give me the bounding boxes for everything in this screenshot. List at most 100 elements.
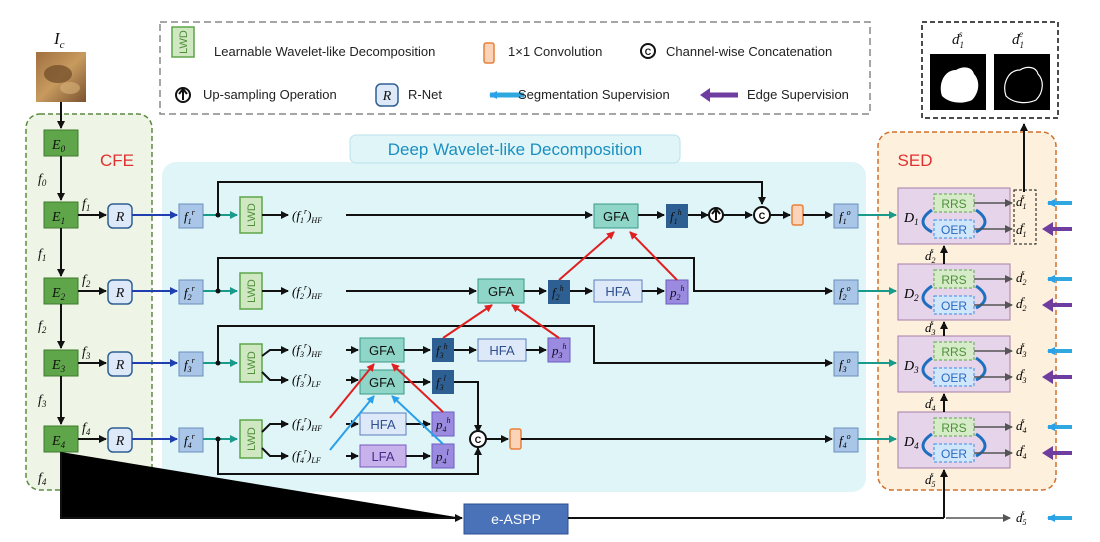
legend-lwd-text: Learnable Wavelet-like Decomposition [214, 44, 435, 59]
oer-3 [933, 367, 975, 387]
svg-text:HFA: HFA [370, 417, 396, 432]
side-outputs: d1s d1e d2s d2e d3s d3e d4s d4e d5s [1016, 192, 1072, 527]
legend-lwd-icon-label: LWD [178, 30, 190, 54]
svg-text:f2r: f2r [184, 284, 196, 302]
legend-seg-text: Segmentation Supervision [518, 87, 670, 102]
segmentation-map-image [930, 54, 986, 110]
side-branch-1: f1 R [78, 197, 178, 229]
svg-text:E4: E4 [51, 434, 66, 450]
legend-concat-icon [640, 43, 656, 59]
svg-text:D2: D2 [903, 287, 919, 303]
legend-edge-text: Edge Supervision [747, 87, 849, 102]
svg-text:f2o: f2o [839, 284, 851, 302]
dwd-row-4: f4r LWD (f4r)HF (f4r)LF HFA LFA p4h p4l … [178, 411, 897, 475]
svg-text:C: C [475, 435, 482, 445]
svg-text:E0: E0 [51, 138, 66, 154]
legend-conv-text: 1×1 Convolution [508, 44, 602, 59]
svg-text:f1: f1 [82, 197, 90, 213]
easpp-label: e-ASPP [491, 511, 541, 527]
conv-4 [509, 428, 522, 450]
svg-text:d4e: d4e [1016, 442, 1027, 461]
legend-rnet-text: R-Net [408, 87, 442, 102]
svg-text:LWD: LWD [246, 427, 258, 451]
encoder-e3: E3 [43, 349, 79, 377]
legend-edge-arrow-head-icon [700, 88, 710, 102]
svg-text:HFA: HFA [489, 343, 515, 358]
svg-text:f3: f3 [82, 345, 91, 361]
decoder-block-2: D2 RRS OER [897, 263, 1013, 321]
encoder-e1: E1 [43, 201, 79, 229]
legend-rnet-icon-label: R [382, 89, 392, 104]
side-branch-4: f4 R [78, 421, 178, 453]
input-label: Ic [53, 29, 65, 51]
svg-text:E3: E3 [51, 358, 66, 374]
conv-1 [791, 204, 804, 226]
legend: LWD Learnable Wavelet-like Decomposition… [159, 21, 871, 115]
guidance-arrows [329, 231, 678, 451]
rrs-1 [933, 193, 975, 213]
svg-text:d2s: d2s [1016, 268, 1027, 287]
oer-1 [933, 219, 975, 239]
svg-text:LFA: LFA [371, 449, 394, 464]
output-de-label: d1e [1012, 29, 1024, 50]
svg-text:D3: D3 [903, 359, 919, 375]
svg-text:p4l: p4l [435, 448, 450, 466]
svg-text:GFA: GFA [603, 209, 629, 224]
svg-text:HFA: HFA [605, 284, 631, 299]
svg-text:d4s: d4s [1016, 416, 1027, 435]
svg-text:d3e: d3e [1016, 366, 1027, 385]
svg-text:d1s: d1s [1016, 192, 1027, 211]
encoder-e0: E0 [43, 129, 79, 157]
oer-2 [933, 295, 975, 315]
svg-text:d2s: d2s [925, 246, 936, 265]
svg-text:GFA: GFA [369, 343, 395, 358]
encoder-e2: E2 [43, 277, 79, 305]
svg-text:OER: OER [941, 299, 967, 313]
feature-f3l [432, 370, 454, 394]
svg-text:D4: D4 [903, 435, 919, 451]
svg-text:f1r: f1r [184, 208, 196, 226]
svg-text:R: R [115, 210, 125, 225]
legend-conv-icon [483, 42, 495, 64]
svg-text:C: C [759, 211, 766, 221]
svg-text:d5s: d5s [1016, 508, 1027, 527]
svg-text:OER: OER [941, 447, 967, 461]
svg-text:OER: OER [941, 223, 967, 237]
svg-text:GFA: GFA [488, 284, 514, 299]
svg-text:f3r: f3r [184, 356, 196, 374]
feature-f0: f0 [38, 172, 47, 188]
svg-text:RRS: RRS [941, 421, 966, 435]
svg-text:LWD: LWD [246, 351, 258, 375]
feature-f2o [833, 279, 859, 305]
legend-rnet-icon [375, 83, 399, 107]
svg-text:f1o: f1o [839, 208, 851, 226]
decoder-connections: d2s d3s d4s d5s [925, 245, 948, 518]
lwd-4 [239, 419, 263, 459]
decoder-block-4: D4 RRS OER [897, 411, 1013, 469]
side-branch-3: f3 R [78, 345, 178, 377]
feature-f4o [833, 427, 859, 453]
svg-text:d4s: d4s [925, 394, 936, 413]
svg-text:d2e: d2e [1016, 294, 1027, 313]
svg-text:d3s: d3s [925, 318, 936, 337]
side-branch-2: f2 R [78, 273, 178, 305]
feature-f1: f1 [38, 247, 46, 263]
e4-to-easpp-line [60, 452, 463, 522]
dwd-title-box [349, 134, 681, 164]
legend-box [159, 21, 871, 115]
feature-f3: f3 [38, 393, 47, 409]
svg-text:f2h: f2h [552, 284, 564, 302]
svg-text:f3h: f3h [436, 342, 448, 360]
feature-f2h [548, 280, 570, 304]
svg-text:RRS: RRS [941, 273, 966, 287]
dwd-row-2: f2r LWD (f2r)HF GFA f2h HFA p2h f2o [178, 257, 897, 310]
edge-map-image [994, 54, 1050, 110]
feature-f3h [432, 338, 454, 362]
dwd-row-1: f1r LWD (f1r)HF GFA f1h C f1o [178, 181, 897, 234]
svg-text:R: R [115, 434, 125, 449]
svg-text:d3s: d3s [1016, 340, 1027, 359]
svg-text:f2: f2 [82, 273, 91, 289]
dwd-title: Deep Wavelet-like Decomposition [388, 140, 642, 159]
rrs-4 [933, 417, 975, 437]
